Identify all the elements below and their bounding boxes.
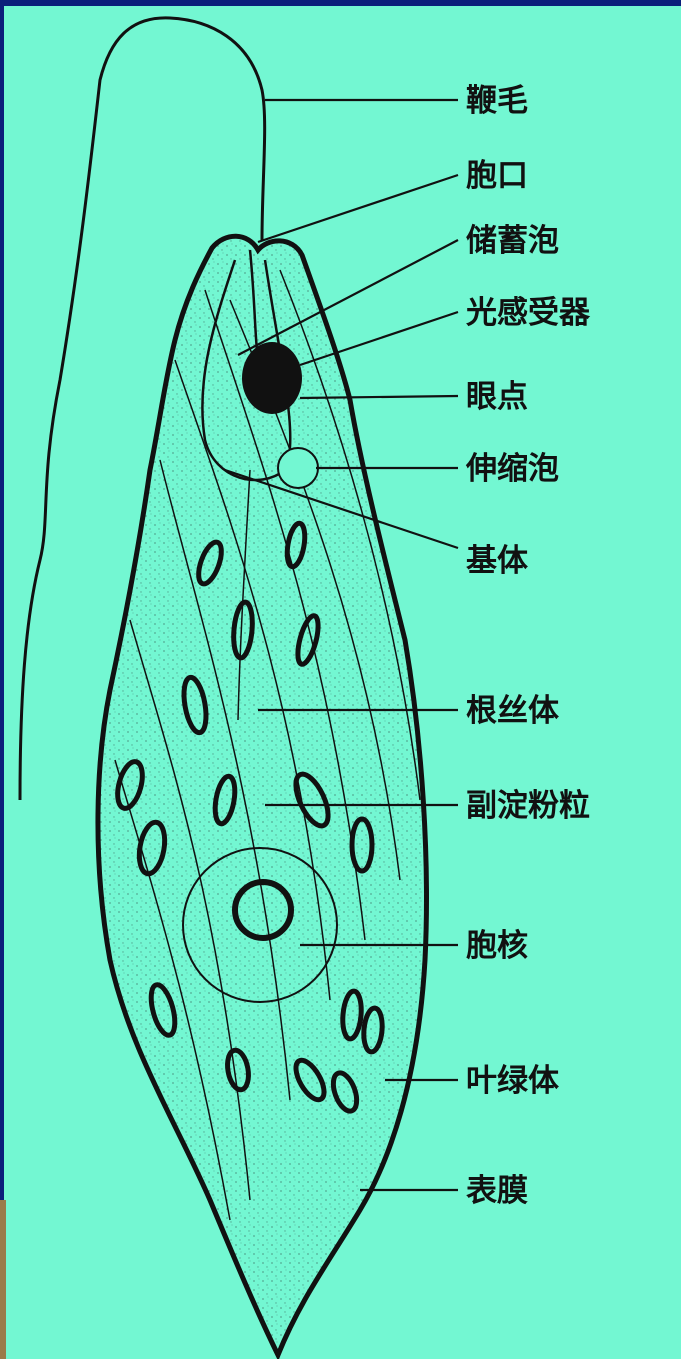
label-reservoir: 储蓄泡 bbox=[466, 223, 559, 259]
label-rhizoplast: 根丝体 bbox=[466, 693, 559, 729]
label-paramylon: 副淀粉粒 bbox=[466, 788, 590, 824]
label-contractile-vacuole: 伸缩泡 bbox=[465, 451, 559, 487]
label-eyespot: 眼点 bbox=[466, 379, 528, 415]
label-cytostome: 胞口 bbox=[466, 158, 528, 194]
label-pellicle: 表膜 bbox=[466, 1173, 528, 1209]
label-flagellum: 鞭毛 bbox=[466, 83, 528, 119]
label-nucleus: 胞核 bbox=[466, 928, 528, 964]
contractile-vacuole bbox=[278, 448, 318, 488]
label-photoreceptor: 光感受器 bbox=[466, 295, 591, 331]
label-chloroplast: 叶绿体 bbox=[466, 1063, 559, 1099]
eyespot bbox=[242, 342, 302, 414]
label-basal-body: 基体 bbox=[466, 543, 528, 579]
